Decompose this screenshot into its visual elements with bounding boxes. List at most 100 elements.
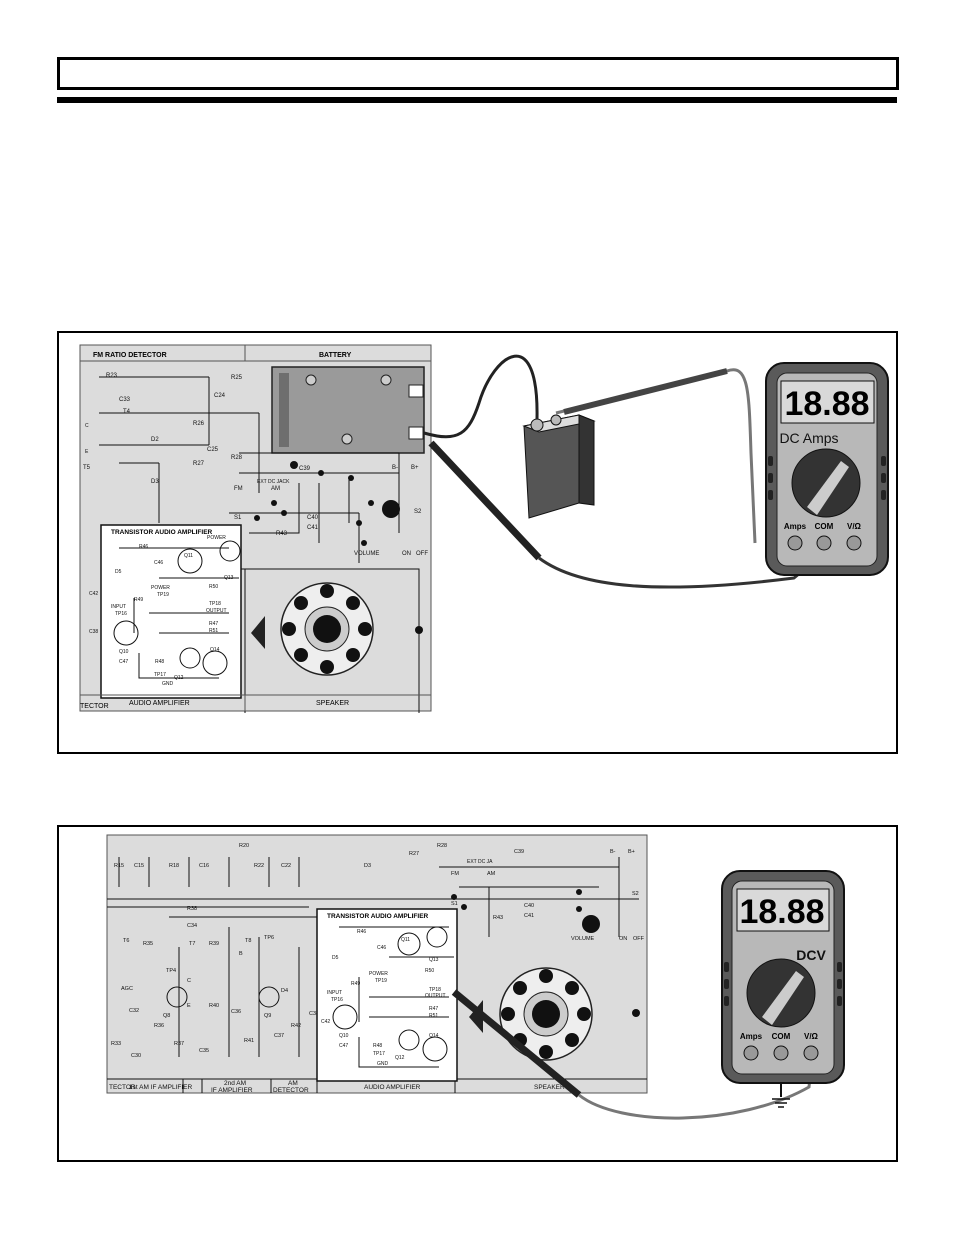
s2-c22: C22 [281,863,291,869]
s2-r35: R35 [143,941,153,947]
lbl-s2: S2 [414,509,422,515]
multimeter-dc-amps: 18.88 DC Amps Amps COM V/Ω [765,362,889,576]
inset-d5: D5 [115,569,122,575]
s2-sec-detector: DETECTOR [273,1087,309,1094]
inset2-q14: Q14 [429,1033,439,1039]
s2-q9: Q9 [264,1013,271,1019]
lbl-c39: C39 [299,466,311,472]
meter2-dial-pointer [762,971,804,1025]
s2-r40: R40 [209,1003,219,1009]
figure-current-measurement: FM RATIO DETECTOR BATTERY R23 [57,331,898,754]
s2-c36: C36 [231,1009,241,1015]
inset-tp17: TP17 [154,672,166,678]
inset2-q12: Q12 [395,1055,405,1061]
inset-q10: Q10 [119,649,129,655]
s2-c32: C32 [129,1008,139,1014]
s2-r43: R43 [493,915,503,921]
inset-q11: Q11 [184,553,193,559]
s2-c34: C34 [187,923,197,929]
inset-q13: Q13 [224,575,234,581]
s2-r38: R38 [187,906,197,912]
s2-s1: S1 [451,901,458,907]
section-audio-amp: AUDIO AMPLIFIER [129,700,190,707]
lbl-b-minus: B- [392,465,398,471]
s2-c38: C38 [309,1011,319,1017]
lbl-volume: VOLUME [354,551,379,557]
inset2-r46: R46 [357,929,366,935]
s2-r28: R28 [437,843,447,849]
lbl-c: C [85,423,89,429]
s2-c: C [187,978,191,984]
inset2-r48: R48 [373,1043,382,1049]
section-battery: BATTERY [319,352,352,359]
s2-tp4: TP4 [166,968,176,974]
meter1-jack-v: V/Ω [847,522,862,531]
lbl-fm: FM [234,486,243,492]
lbl-on: ON [402,551,411,557]
s2-r22: R22 [254,863,264,869]
inset2-title: TRANSISTOR AUDIO AMPLIFIER [327,913,429,920]
lbl-r43: R43 [276,531,288,537]
inset2-r51: R51 [429,1013,438,1019]
s2-am: AM [487,871,496,877]
meter2-mode: DCV [796,947,826,963]
meter1-mode: DC Amps [779,430,838,446]
meter1-display: 18.88 [784,385,869,423]
s2-c39: C39 [514,849,524,855]
meter2-display: 18.88 [739,893,824,931]
s2-sec-tector: TECTOR [109,1084,136,1091]
s2-r27: R27 [409,851,419,857]
s2-r33: R33 [111,1041,121,1047]
inset2-r50: R50 [425,968,434,974]
s2-sec-1st-if: 1st AM IF AMPLIFIER [129,1084,193,1091]
s2-r39: R39 [209,941,219,947]
schematic-board: FM RATIO DETECTOR BATTERY R23 [79,344,432,713]
meter2-jack-amps: Amps [740,1032,763,1041]
meter1-jack-amps: Amps [784,522,807,531]
s2-sec-audio-amp: AUDIO AMPLIFIER [364,1084,421,1091]
inset-r50: R50 [209,584,218,590]
speaker-symbol [251,582,423,676]
inset2-tp17: TP17 [373,1051,385,1057]
s2-c35: C35 [199,1048,209,1054]
figure2-illustration: R15 C15 R18 C16 R20 R22 C22 D3 R27 R28 E… [106,834,845,1120]
lbl-t5: T5 [83,465,91,471]
test-leads-2 [451,989,813,1120]
inset-r48: R48 [155,659,164,665]
inset2-r47: R47 [429,1006,438,1012]
title-box [57,57,899,90]
s2-d4: D4 [281,988,288,994]
inset-tp16: TP16 [115,611,127,617]
s2-tp6: TP6 [264,935,274,941]
inset2-d5: D5 [332,955,339,961]
lbl-d3: D3 [151,479,159,485]
s2-r15: R15 [114,863,124,869]
lbl-c41: C41 [307,525,319,531]
s2-sec-am: AM [288,1080,298,1087]
battery-9v [522,414,596,519]
meter1-jack-com: COM [815,522,834,531]
s2-fm: FM [451,871,459,877]
s2-e: E [187,1003,191,1009]
s2-r36: R36 [154,1023,164,1029]
inset-title: TRANSISTOR AUDIO AMPLIFIER [111,529,213,536]
lbl-r28: R28 [231,455,243,461]
lbl-b-plus: B+ [411,465,419,471]
lbl-c33: C33 [119,397,131,403]
inset2-c47: C47 [339,1043,348,1049]
inset2-c42: C42 [321,1019,330,1025]
inset-output: OUTPUT [206,608,227,614]
lbl-off: OFF [416,551,428,557]
s2-on: ON [619,936,627,942]
s2-c15: C15 [134,863,144,869]
lbl-r23: R23 [106,373,118,379]
s2-c37: C37 [274,1033,284,1039]
s2-q8: Q8 [163,1013,170,1019]
inset-r49: R49 [134,597,143,603]
inset2-tp18: TP18 [429,987,441,993]
figure1-illustration: FM RATIO DETECTOR BATTERY R23 [79,344,889,713]
figure-voltage-measurement: R15 C15 R18 C16 R20 R22 C22 D3 R27 R28 E… [57,825,898,1162]
s2-volume: VOLUME [571,936,595,942]
inset-r51: R51 [209,628,218,634]
lbl-r26: R26 [193,421,205,427]
